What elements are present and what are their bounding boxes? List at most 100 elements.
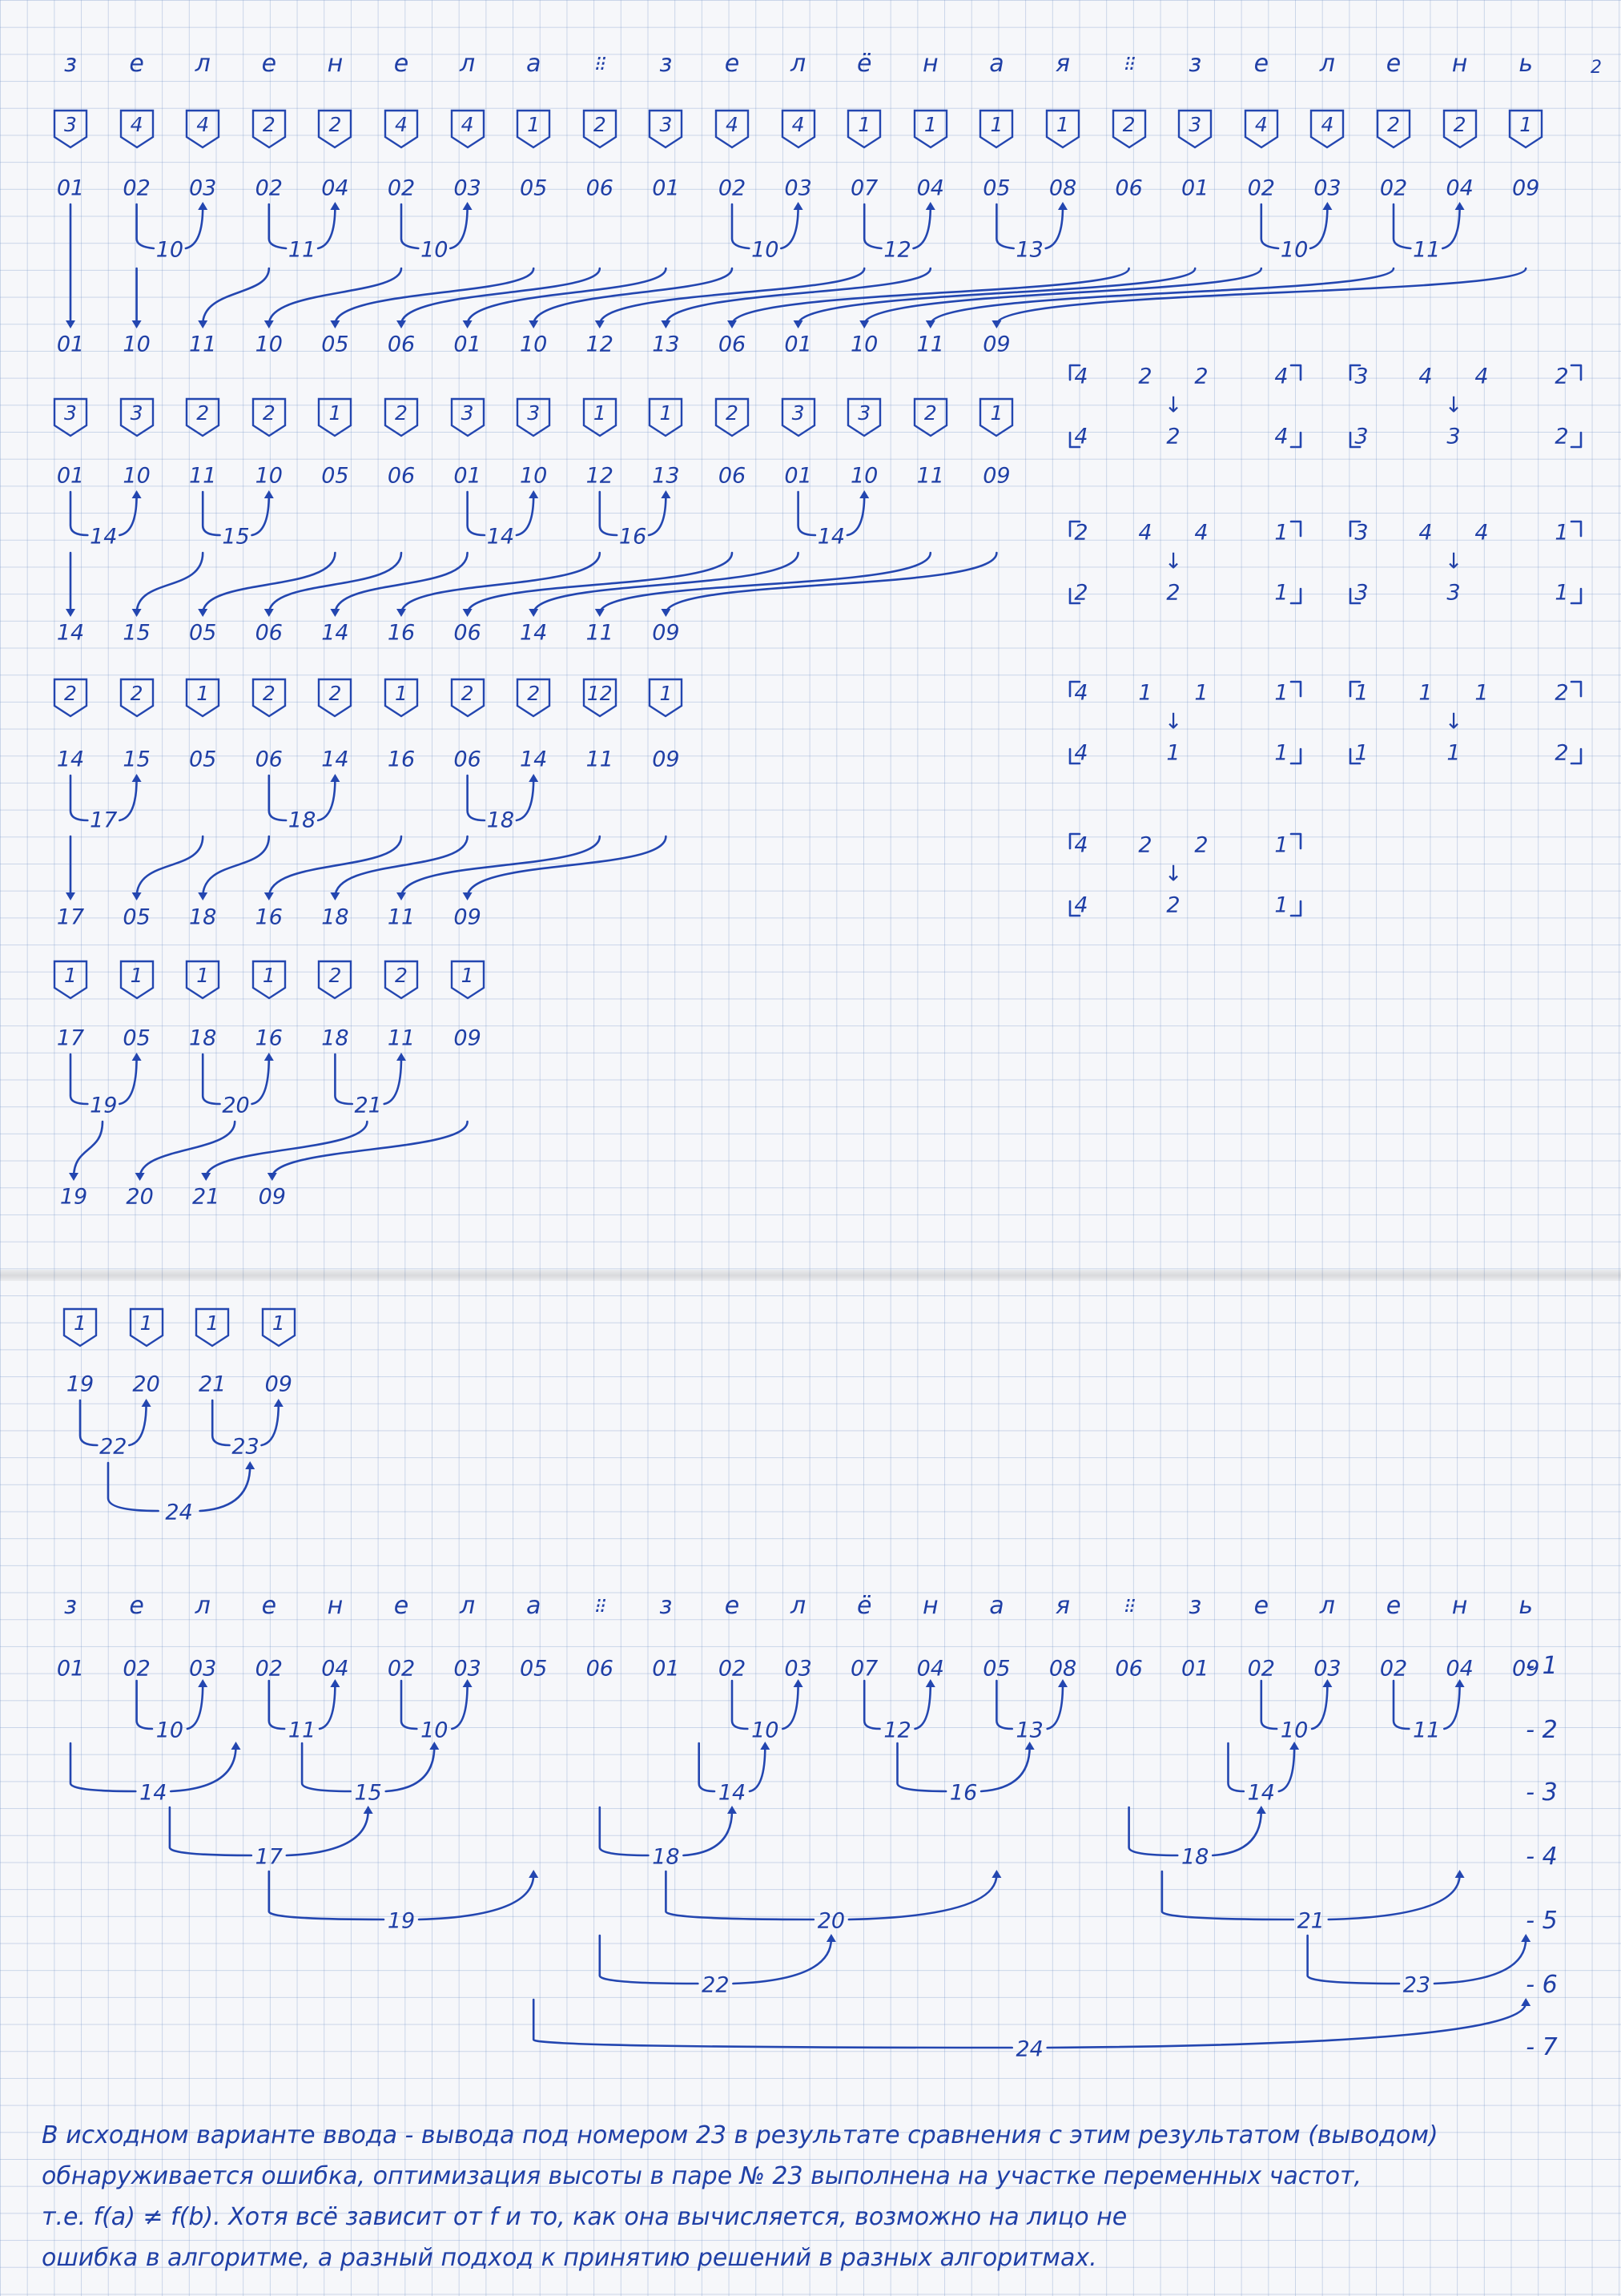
tree-r2-right-2 [452, 1684, 467, 1729]
tree-r3-left-3 [898, 1743, 947, 1791]
matrix-1-corner-br [1571, 433, 1581, 447]
pass1-bracket-right-2 [450, 207, 467, 248]
matrix-3-corner-tr [1571, 522, 1581, 536]
matrix-0-corner-br [1291, 433, 1301, 447]
pass1-bracket-left-2 [401, 204, 418, 248]
matrix-0-corner-tl [1070, 365, 1080, 380]
pass1-route-14 [996, 268, 1526, 324]
matrix-5-corner-tl [1350, 682, 1360, 696]
tree-r2-right-6 [1312, 1684, 1327, 1729]
pass3-bracket-arrow-2 [529, 774, 538, 782]
tree-r5-arrow-0 [529, 1870, 538, 1878]
pass1-bracket-left-4 [864, 204, 881, 248]
pass1-bracket-left-7 [1394, 204, 1410, 248]
pass1-bracket-arrow-2 [463, 202, 473, 210]
pass2-bracket-arrow-2 [529, 490, 538, 498]
pass1-bracket-right-5 [1046, 207, 1063, 248]
matrix-3-corner-bl [1350, 589, 1360, 603]
tree-r6-right-0 [733, 1939, 831, 1984]
tree-r3-right-2 [750, 1746, 765, 1791]
pass3-route-arrow-3 [264, 892, 274, 900]
pass3-bracket-left-2 [468, 775, 485, 820]
pass3-route-arrow-2 [198, 892, 207, 900]
matrix-4-corner-br [1291, 749, 1301, 763]
tree-r2-arrow-4 [926, 1679, 935, 1687]
pass1-bracket-left-0 [137, 204, 154, 248]
pass2-route-arrow-2 [198, 609, 207, 617]
pass2-route-arrow-3 [264, 609, 274, 617]
matrix-6-corner-bl [1070, 901, 1080, 916]
tree-r7-right-0 [1048, 2003, 1526, 2048]
tree-r4-left-0 [170, 1807, 251, 1855]
tree-r6-right-1 [1434, 1939, 1526, 1984]
pass1-route-4 [335, 268, 533, 324]
pass1-route-arrow-8 [595, 320, 605, 328]
pass4-bracket-arrow-2 [396, 1053, 406, 1061]
tree-r2-arrow-5 [1058, 1679, 1068, 1687]
pass3-bracket-right-2 [517, 779, 533, 820]
pass3-route-1 [137, 836, 203, 897]
tree-r5-left-1 [666, 1871, 814, 1919]
pass2-bracket-left-0 [70, 492, 87, 535]
pass1-bracket-left-5 [996, 204, 1013, 248]
tree-r4-right-2 [1213, 1811, 1261, 1855]
pass4-bracket-arrow-0 [132, 1053, 142, 1061]
matrix-0-corner-tr [1291, 365, 1301, 380]
note-line-4: ошибка в алгоритме, а разный подход к пр… [42, 2238, 1603, 2278]
tree-r3-left-2 [699, 1743, 714, 1791]
pass1-bracket-right-6 [1310, 207, 1327, 248]
tree-r5-left-0 [269, 1871, 384, 1919]
tree-r3-right-1 [386, 1746, 435, 1791]
pass1-route-arrow-7 [529, 320, 538, 328]
tree-r2-arrow-6 [1322, 1679, 1332, 1687]
tree-r2-left-3 [732, 1681, 747, 1729]
tree-r6-left-1 [1308, 1935, 1399, 1984]
pass2-route-arrow-7 [529, 609, 538, 617]
matrix-1-corner-bl [1350, 433, 1360, 447]
tree-r3-arrow-0 [231, 1742, 241, 1750]
tree-r5-arrow-1 [992, 1870, 1001, 1878]
tree-r2-left-7 [1394, 1681, 1409, 1729]
matrix-4-corner-tr [1291, 682, 1301, 696]
tree-r4-right-0 [287, 1811, 368, 1855]
matrix-2-corner-br [1291, 589, 1301, 603]
pass4-bracket-left-0 [70, 1054, 87, 1104]
pass2-bracket-left-4 [798, 492, 815, 535]
note-line-2: обнаруживается ошибка, оптимизация высот… [42, 2156, 1603, 2197]
matrix-2-corner-tl [1070, 522, 1080, 536]
note-line-1: В исходном варианте ввода - вывода под н… [42, 2115, 1603, 2156]
pass3-bracket-right-1 [318, 779, 335, 820]
tree-r4-left-1 [600, 1807, 649, 1855]
pass2-route-7 [533, 553, 798, 614]
pass1-bracket-left-6 [1261, 204, 1278, 248]
matrix-6-corner-tl [1070, 834, 1080, 848]
pass4-bracket-arrow-1 [264, 1053, 274, 1061]
pass2-route-1 [137, 553, 203, 614]
matrix-5-corner-tr [1571, 682, 1581, 696]
pass3-route-5 [401, 836, 600, 897]
tree-r3-arrow-3 [1025, 1742, 1035, 1750]
pass2-bracket-arrow-4 [859, 490, 869, 498]
tree-r2-right-7 [1444, 1684, 1459, 1729]
pass1-bracket-right-3 [781, 207, 798, 248]
pass2-bracket-right-0 [119, 495, 136, 535]
matrix-4-corner-bl [1070, 749, 1080, 763]
pass2-route-arrow-6 [463, 609, 473, 617]
tree-r5-right-1 [849, 1875, 997, 1919]
tree-r3-right-0 [171, 1746, 235, 1791]
pass1-bracket-arrow-7 [1455, 202, 1465, 210]
pass1-route-10 [732, 268, 1129, 324]
tree-r2-arrow-0 [198, 1679, 207, 1687]
tree-r2-left-4 [864, 1681, 879, 1729]
pass1-route-arrow-11 [794, 320, 803, 328]
pass4-route-1 [140, 1122, 235, 1178]
pass3-route-arrow-6 [463, 892, 473, 900]
tree-r4-left-2 [1129, 1807, 1178, 1855]
pass3-bracket-left-1 [269, 775, 286, 820]
tree-r5-right-2 [1329, 1875, 1460, 1919]
pass1-route-6 [468, 268, 666, 324]
tree-r6-left-0 [600, 1935, 698, 1984]
pass3-route-arrow-0 [66, 892, 75, 900]
pass1-route-arrow-1 [132, 320, 142, 328]
matrix-3-corner-tl [1350, 522, 1360, 536]
